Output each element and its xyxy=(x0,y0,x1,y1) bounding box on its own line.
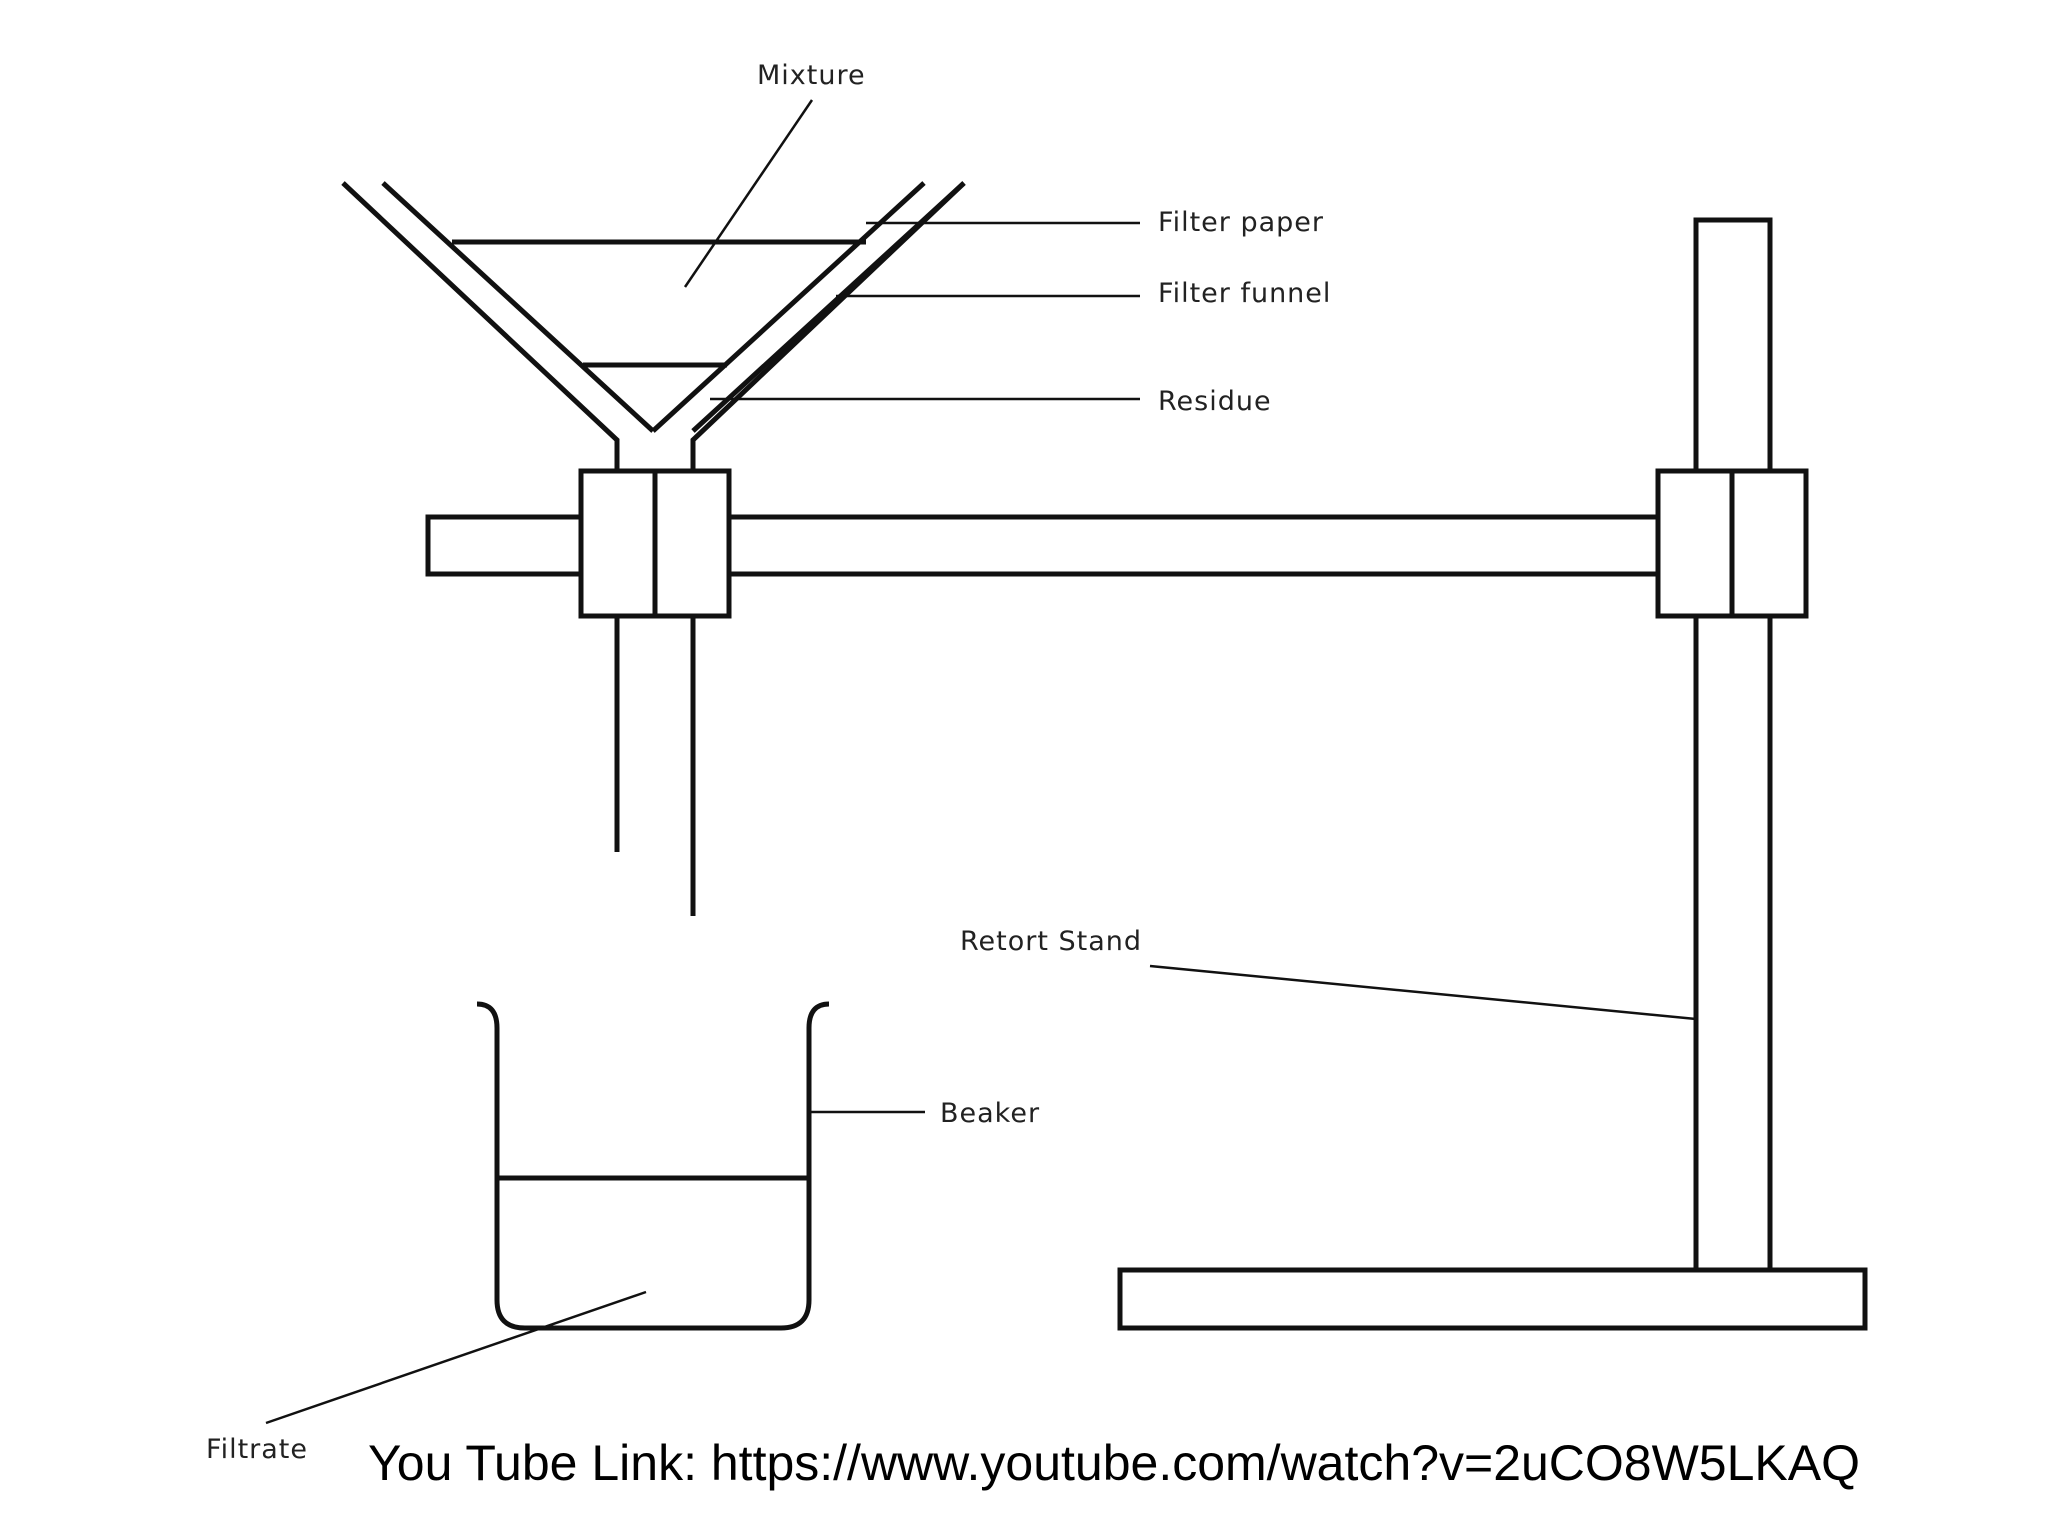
filtrate-leader xyxy=(265,1290,647,1425)
filter-funnel-label: Filter funnel xyxy=(1158,278,1331,309)
beaker-label: Beaker xyxy=(940,1098,1040,1129)
funnel-stem xyxy=(614,616,696,916)
filtrate-label: Filtrate xyxy=(206,1434,308,1465)
filter-paper-label: Filter paper xyxy=(1158,207,1324,238)
mixture-leader xyxy=(683,99,814,288)
retort-stand-base xyxy=(1117,1267,1868,1331)
mixture-label: Mixture xyxy=(757,60,866,91)
retort-stand-label: Retort Stand xyxy=(960,926,1142,957)
beaker xyxy=(476,1001,830,1331)
retort-stand-leader xyxy=(1149,964,1697,1021)
funnel-clamp xyxy=(578,468,732,619)
filter-funnel xyxy=(341,181,966,470)
youtube-link[interactable]: You Tube Link: https://www.youtube.com/w… xyxy=(368,1435,1860,1491)
residue-label: Residue xyxy=(1158,386,1272,417)
retort-stand-pole xyxy=(1693,217,1773,1273)
stand-clamp xyxy=(1655,468,1809,619)
